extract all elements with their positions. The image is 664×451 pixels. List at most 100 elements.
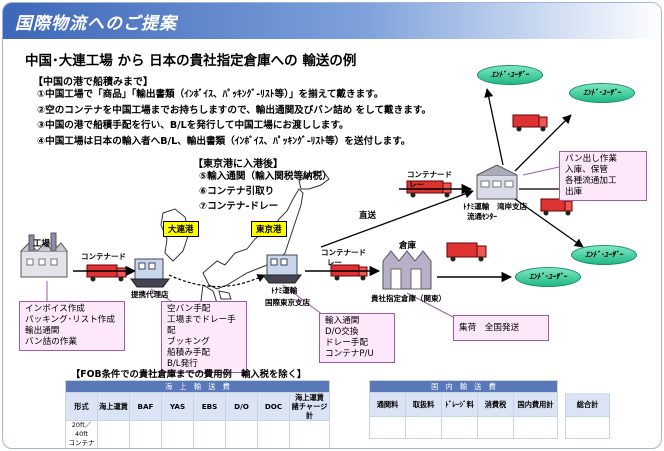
warehouse-icon [382,250,432,290]
drayage-label-china: コンテナード [81,252,126,261]
table-cell [225,420,258,448]
domestic-header: 消費税 [477,392,514,417]
drayage-label-tokyo: コンテナード [321,248,366,257]
callout-factory: インボイス作成 パッキング･リスト作成 輸出通関 バン詰の作業 [19,301,125,351]
factory-label: 工場 [33,239,51,249]
callout-agent-line: B/L発行 [167,359,198,369]
end-user-4: ｴﾝﾄﾞ･ﾕｰｻﾞｰ [515,267,581,287]
tokyo-branch-label-2: 国際東京支店 [265,298,310,307]
china-steps: ①中国工場で「商品」「輸出書類（ｲﾝﾎﾞｲｽ、ﾊﾟｯｷﾝｸﾞ-ﾘｽﾄ等）」を揃え… [37,87,431,149]
dist-center-label-3: 流通ｾﾝﾀｰ [467,212,497,221]
sea-header: DOC [257,392,290,421]
sea-header: 海上運賃 [97,392,130,421]
warehouse-label: 倉庫 [399,241,417,251]
callout-agent-line: 空バン手配 [167,304,211,314]
callout-dist-line: 入庫、保管 [565,165,608,175]
agent-label: 提携代理店 [131,290,169,299]
sea-header: YAS [161,392,194,421]
diagram-subtitle: 中国･大連工場 から 日本の貴社指定倉庫への 輸送の例 [25,53,357,69]
sea-header: 形式 [65,392,98,421]
tokyo-step-5: ⑤輸入通関（輸入関税等納税） [199,171,332,182]
cost-table-title: 【FOB条件での貴社倉庫までの費用例 輸入税を除く】 [71,369,307,380]
port-tag-tokyo: 東京港 [251,221,287,237]
factory-icon [20,232,68,278]
callout-agent-line: 船積み手配 [167,348,210,358]
callout-agent: 空バン手配 工場までドレー手配 ブッキング 船積み手配 B/L発行 [161,301,247,373]
table-cell [405,416,442,439]
table-cell [441,416,478,439]
direct-label: 直送 [359,211,377,221]
callout-factory-line: 輸出通関 [25,326,60,336]
end-user-2: ｴﾝﾄﾞ･ﾕｰｻﾞｰ [569,83,635,103]
domestic-header: 通関料 [369,392,406,417]
end-user-1: ｴﾝﾄﾞ･ﾕｰｻﾞｰ [477,65,543,85]
tokyo-branch-label-1: ﾄﾅﾐ運輸 [271,286,298,295]
callout-factory-line: パッキング･リスト作成 [25,315,115,325]
table-cell [513,416,558,439]
tokyo-step-7: ⑦コンテナ-ドレー [199,201,279,212]
callout-tokyo: 輸入通関 D/O交換 ドレー手配 コンテナP/U [319,313,395,363]
sea-header: EBS [193,392,226,421]
callout-warehouse-line: 集荷 全国発送 [459,323,520,333]
truck-icon-warehouse [446,242,487,262]
dist-center-label-2: 湾岸支店 [497,202,527,211]
callout-tokyo-line: ドレー手配 [325,338,368,348]
callout-factory-line: バン詰の作業 [25,337,77,347]
sea-header: D/O [225,392,258,421]
drayage-label-tokyo-2: レー [327,258,342,267]
china-step-2: ②空のコンテナを中国工場までお持ちしますので、輸出通関及びバン詰め をして戴きま… [37,104,432,116]
truck-icon-china [86,264,127,282]
tokyo-steps: ⑤輸入通関（輸入関税等納税） ⑥コンテナ引取り ⑦コンテナ-ドレー [199,169,332,214]
warehouse-caption: 貴社指定倉庫（関東） [371,294,446,303]
domestic-group-header: 国 内 輸 送 費 [369,380,558,393]
dist-center-label-1: ﾄﾅﾐ運輸 [463,202,490,211]
callout-warehouse: 集荷 全国発送 [453,315,549,341]
sea-cost-table: 海 上 輸 送 費 形式 海上運賃 BAF YAS EBS D/O DOC 海上… [65,380,330,448]
sea-header: BAF [129,392,162,421]
end-user-3: ｴﾝﾄﾞ･ﾕｰｻﾞｰ [571,245,637,265]
distribution-center-icon [476,164,518,200]
truck-icon-dist-2 [540,198,573,216]
truck-icon-dist-1 [512,114,548,132]
truck-icon-container [406,180,452,198]
table-cell [289,420,330,448]
callout-dist-center: バン出し作業 入庫、保管 各種流通加工 出庫 [559,151,647,201]
table-cell [369,416,406,439]
table-cell [477,416,514,439]
domestic-header: 国内費用計 [513,392,558,417]
tokyo-section-heading: 【東京港に入港後】 [193,159,283,170]
table-cell [193,420,226,448]
port-tag-dalian: 大連港 [163,221,199,237]
drayage-label-dist-2: レー [409,180,424,189]
callout-dist-line: バン出し作業 [565,154,617,164]
table-cell [565,416,610,439]
total-header: 総合計 [565,392,610,417]
china-section-heading: 【中国の港で船積みまで】 [33,77,153,88]
callout-dist-line: 出庫 [565,187,583,197]
china-step-3: ③中国の港で船積手配を行い、B/Lを発行して中国工場にお渡しします。 [37,120,349,131]
agent-port-icon [130,258,170,288]
total-spacer [565,380,610,393]
table-cell [97,420,130,448]
callout-tokyo-line: D/O交換 [325,327,359,337]
china-step-4: ④中国工場は日本の輸入者へB/L、輸出書類（ｲﾝﾎﾞｲｽ、ﾊﾟｯｷﾝｸﾞ-ﾘｽﾄ… [37,135,411,147]
domestic-header: 取扱料 [405,392,442,417]
page-title: 国際物流へのご提案 [15,14,177,34]
callout-dist-line: 各種流通加工 [565,176,617,186]
domestic-header: ﾄﾞﾚｰｼﾞ料 [441,392,478,417]
callout-agent-line: 工場までドレー手配 [167,315,236,336]
header-bar: 国際物流へのご提案 [3,3,661,39]
row-label-container: 20ft／40ft コンテナ [65,420,98,448]
sea-group-header: 海 上 輸 送 費 [65,380,330,393]
domestic-cost-table: 国 内 輸 送 費 通関料 取扱料 ﾄﾞﾚｰｼﾞ料 消費税 国内費用計 [369,380,558,439]
callout-factory-line: インボイス作成 [25,304,85,314]
tokyo-port-icon [262,254,302,284]
table-cell [257,420,290,448]
china-step-1: ①中国工場で「商品」「輸出書類（ｲﾝﾎﾞｲｽ、ﾊﾟｯｷﾝｸﾞ-ﾘｽﾄ等）」を揃え… [37,89,384,100]
callout-tokyo-line: コンテナP/U [325,349,374,359]
sea-header: 海上運賃 諸チャージ計 [289,392,330,421]
drayage-label-dist: コンテナード [407,170,452,179]
table-cell [129,420,162,448]
tokyo-step-6: ⑥コンテナ引取り [199,186,275,197]
